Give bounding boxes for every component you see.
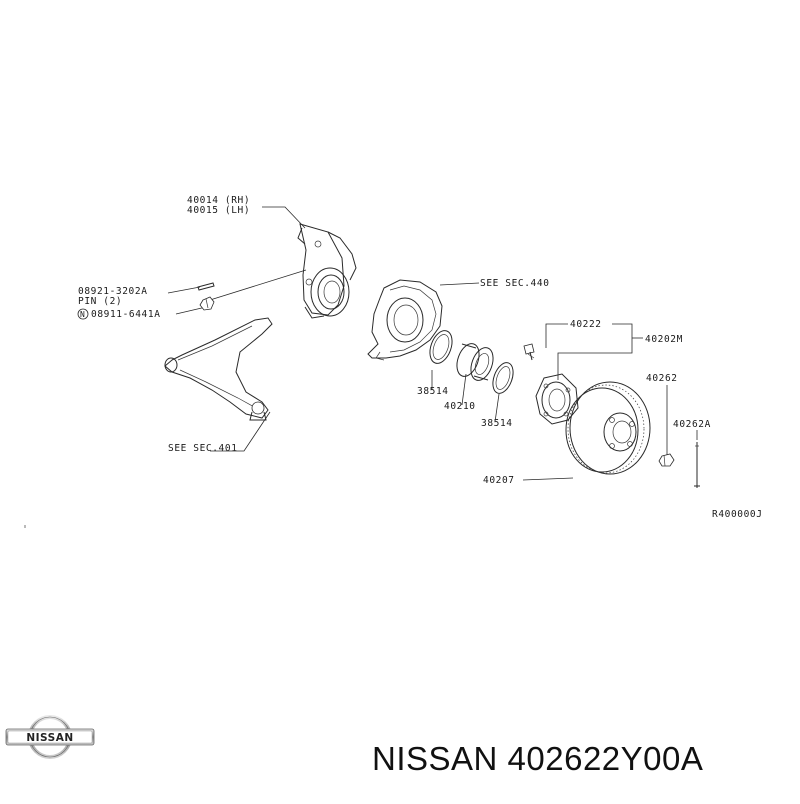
leader-lines: [167, 206, 698, 481]
brake-rotor: [565, 381, 651, 475]
wheel-bearing: [456, 343, 494, 381]
castle-nut-icon: [199, 296, 215, 311]
wheel-hub: [535, 373, 579, 425]
label-nut-prefix: N: [80, 310, 85, 319]
wheel-nut-icon: [658, 453, 675, 467]
label-nut-part: 08911-6441A: [91, 309, 161, 320]
part-caption: NISSAN 402622Y00A: [372, 740, 704, 777]
label-figure-code: R400000J: [712, 509, 763, 520]
label-wheel-stud: 40262A: [673, 419, 711, 430]
label-hub-assy: 40202M: [645, 334, 683, 345]
snap-ring-1: [429, 330, 453, 364]
hub-bolt-icon: [523, 343, 535, 361]
dust-shield: [367, 279, 443, 361]
logo-text: NISSAN: [26, 732, 73, 744]
nissan-logo-icon: NISSAN: [5, 715, 95, 759]
label-see-sec-440: SEE SEC.440: [480, 278, 550, 289]
label-bearing: 40210: [444, 401, 476, 412]
label-snap-ring-1: 38514: [417, 386, 449, 397]
label-pin-part: 08921-3202A: [78, 286, 148, 297]
steering-knuckle: [297, 223, 357, 319]
cotter-pin-icon: [197, 282, 215, 291]
label-wheel-nut: 40262: [646, 373, 678, 384]
label-knuckle-rh: 40014 (RH): [187, 195, 250, 206]
nissan-logo: NISSAN: [4, 714, 96, 760]
label-pin-qty: PIN (2): [78, 296, 122, 307]
nut-symbol-icon: [77, 308, 89, 320]
label-rotor: 40207: [483, 475, 515, 486]
label-knuckle-lh: 40015 (LH): [187, 205, 250, 216]
snap-ring-2: [492, 362, 514, 394]
label-bolt: 40222: [570, 319, 602, 330]
label-snap-ring-2: 38514: [481, 418, 513, 429]
label-see-sec-401: SEE SEC.401: [168, 443, 238, 454]
lower-control-arm: [164, 317, 273, 421]
wheel-stud-icon: [694, 442, 700, 488]
